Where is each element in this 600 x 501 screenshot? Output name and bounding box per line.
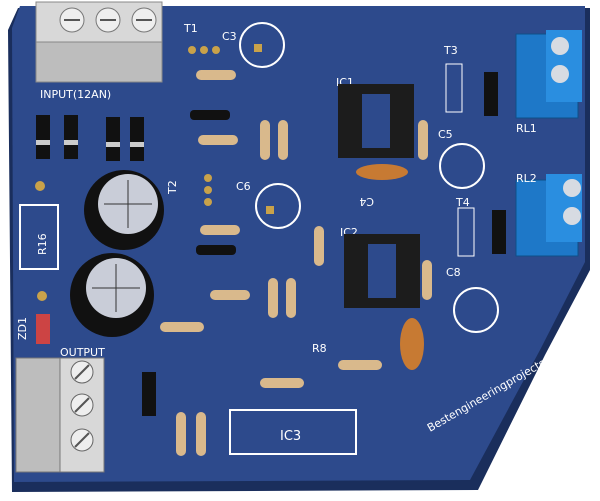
relay1-terminal-block xyxy=(515,30,582,119)
input-label: INPUT(12AN) xyxy=(40,88,111,101)
resistors xyxy=(142,70,432,456)
c6-outline xyxy=(255,183,301,229)
input-terminal-block xyxy=(35,1,163,83)
t1-pads xyxy=(188,46,220,54)
c8-outline xyxy=(453,287,499,333)
pad xyxy=(254,44,262,52)
output-terminal-block xyxy=(15,357,105,473)
output-label: OUTPUT xyxy=(60,346,105,359)
diode xyxy=(484,72,498,116)
c5-label: C5 xyxy=(438,128,453,141)
r16-label: R16 xyxy=(36,233,49,255)
c4-label: C4 xyxy=(359,195,374,208)
zd1-label: ZD1 xyxy=(16,317,29,340)
ic3-outline xyxy=(229,409,357,455)
c8-label: C8 xyxy=(446,266,461,279)
c6-label: C6 xyxy=(236,180,251,193)
t2-pads xyxy=(204,174,212,206)
t2-label: T2 xyxy=(166,180,179,195)
t4-label: T4 xyxy=(455,196,470,209)
diode xyxy=(492,210,506,254)
c3-label: C3 xyxy=(222,30,237,43)
t3-outline xyxy=(445,63,463,113)
r8-label: R8 xyxy=(312,342,327,355)
pcb-board xyxy=(12,6,585,482)
t3-label: T3 xyxy=(443,44,458,57)
rl1-label: RL1 xyxy=(516,122,537,135)
t4-outline xyxy=(457,207,475,257)
c5-outline xyxy=(439,143,485,189)
c3-outline xyxy=(239,22,285,68)
relay2-terminal-block xyxy=(515,174,582,257)
ic2-socket-center xyxy=(368,244,396,298)
pad xyxy=(35,181,45,191)
ic3-label: IC3 xyxy=(280,429,301,444)
t1-label: T1 xyxy=(183,22,198,35)
c4-capacitor xyxy=(356,164,408,180)
ceramic-capacitor xyxy=(400,318,424,370)
pad xyxy=(266,206,274,214)
ic1-socket-center xyxy=(362,94,390,148)
input-diodes xyxy=(36,115,144,161)
rl2-label: RL2 xyxy=(516,172,537,185)
pad xyxy=(37,291,47,301)
large-capacitor-top xyxy=(84,170,164,250)
r16-outline xyxy=(19,204,59,270)
zener-diode xyxy=(36,314,50,344)
large-capacitor-bottom xyxy=(70,253,154,337)
